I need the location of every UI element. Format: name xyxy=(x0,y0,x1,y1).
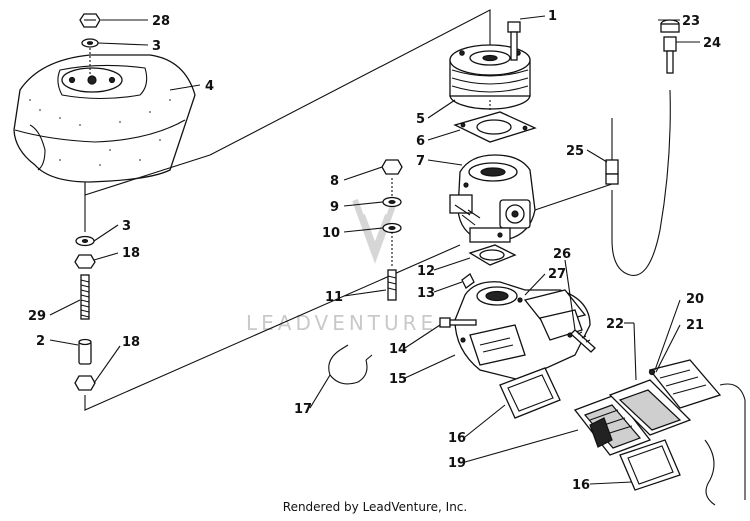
watermark-text: LEADVENTURE xyxy=(246,311,437,335)
callout-8: 8 xyxy=(330,174,339,189)
callout-24: 24 xyxy=(703,36,721,51)
leader-lower xyxy=(84,244,461,411)
leader-upper xyxy=(84,9,491,196)
nut-8 xyxy=(381,159,403,175)
nut-28 xyxy=(79,13,101,28)
lock-nut-18-lower xyxy=(74,375,96,391)
callout-10: 10 xyxy=(322,226,340,241)
callout-25: 25 xyxy=(566,144,584,159)
callout-16-lower: 16 xyxy=(572,478,590,493)
stud-11 xyxy=(387,269,397,301)
callout-15: 15 xyxy=(389,372,407,387)
stud-26 xyxy=(570,329,596,353)
washer-10 xyxy=(382,222,402,234)
callout-16-upper: 16 xyxy=(448,431,466,446)
callout-4: 4 xyxy=(205,79,214,94)
gasket-12 xyxy=(468,244,517,266)
callout-6: 6 xyxy=(416,134,425,149)
clamp-17 xyxy=(328,344,373,385)
carburetor xyxy=(449,154,536,243)
callout-28: 28 xyxy=(152,14,170,29)
washer-3-top xyxy=(81,38,99,48)
callout-19: 19 xyxy=(448,456,466,471)
gasket-16-upper xyxy=(499,367,561,419)
bolt-14 xyxy=(439,317,477,328)
callout-3-top: 3 xyxy=(152,39,161,54)
stud-29 xyxy=(80,274,90,320)
callout-12: 12 xyxy=(417,264,435,279)
adjuster-24 xyxy=(663,36,677,74)
gasket-6 xyxy=(453,111,537,143)
lock-nut-18-upper xyxy=(74,254,96,269)
callout-29: 29 xyxy=(28,309,46,324)
air-silencer xyxy=(13,54,196,183)
callout-11: 11 xyxy=(325,290,343,305)
washer-3-lower xyxy=(75,235,95,247)
callout-18-lower: 18 xyxy=(122,335,140,350)
intake-adapter xyxy=(449,44,531,110)
watermark: LEADVENTURE xyxy=(246,198,437,335)
callout-23: 23 xyxy=(682,14,700,29)
throttle-cable-25 xyxy=(534,89,671,276)
callout-labels: 28 3 4 3 18 29 2 18 1 5 6 7 8 9 10 11 12… xyxy=(28,9,721,493)
callout-9: 9 xyxy=(330,200,339,215)
spacer-2 xyxy=(78,338,92,365)
callout-22: 22 xyxy=(606,317,624,332)
cap-23 xyxy=(660,19,680,33)
callout-13: 13 xyxy=(417,286,435,301)
callout-18-upper: 18 xyxy=(122,246,140,261)
reed-valve-19 xyxy=(573,394,652,456)
callout-21: 21 xyxy=(686,318,704,333)
reed-stop-20 xyxy=(648,359,722,409)
gasket-16-lower xyxy=(619,439,681,491)
clip-13 xyxy=(461,273,475,289)
callout-7: 7 xyxy=(416,154,425,169)
callout-2: 2 xyxy=(36,334,45,349)
footer-credit: Rendered by LeadVenture, Inc. xyxy=(282,500,468,514)
leader-lines xyxy=(49,15,700,485)
callout-20: 20 xyxy=(686,292,704,307)
callout-27: 27 xyxy=(548,267,566,282)
callout-14: 14 xyxy=(389,342,407,357)
callout-26: 26 xyxy=(553,247,571,262)
callout-5: 5 xyxy=(416,112,425,127)
callout-1: 1 xyxy=(548,9,557,24)
bolt-1 xyxy=(507,21,521,61)
engine-outline xyxy=(704,383,746,506)
callout-17: 17 xyxy=(294,402,312,417)
washer-9 xyxy=(382,196,402,208)
reed-block-22 xyxy=(608,379,692,436)
callout-3-lower: 3 xyxy=(122,219,131,234)
